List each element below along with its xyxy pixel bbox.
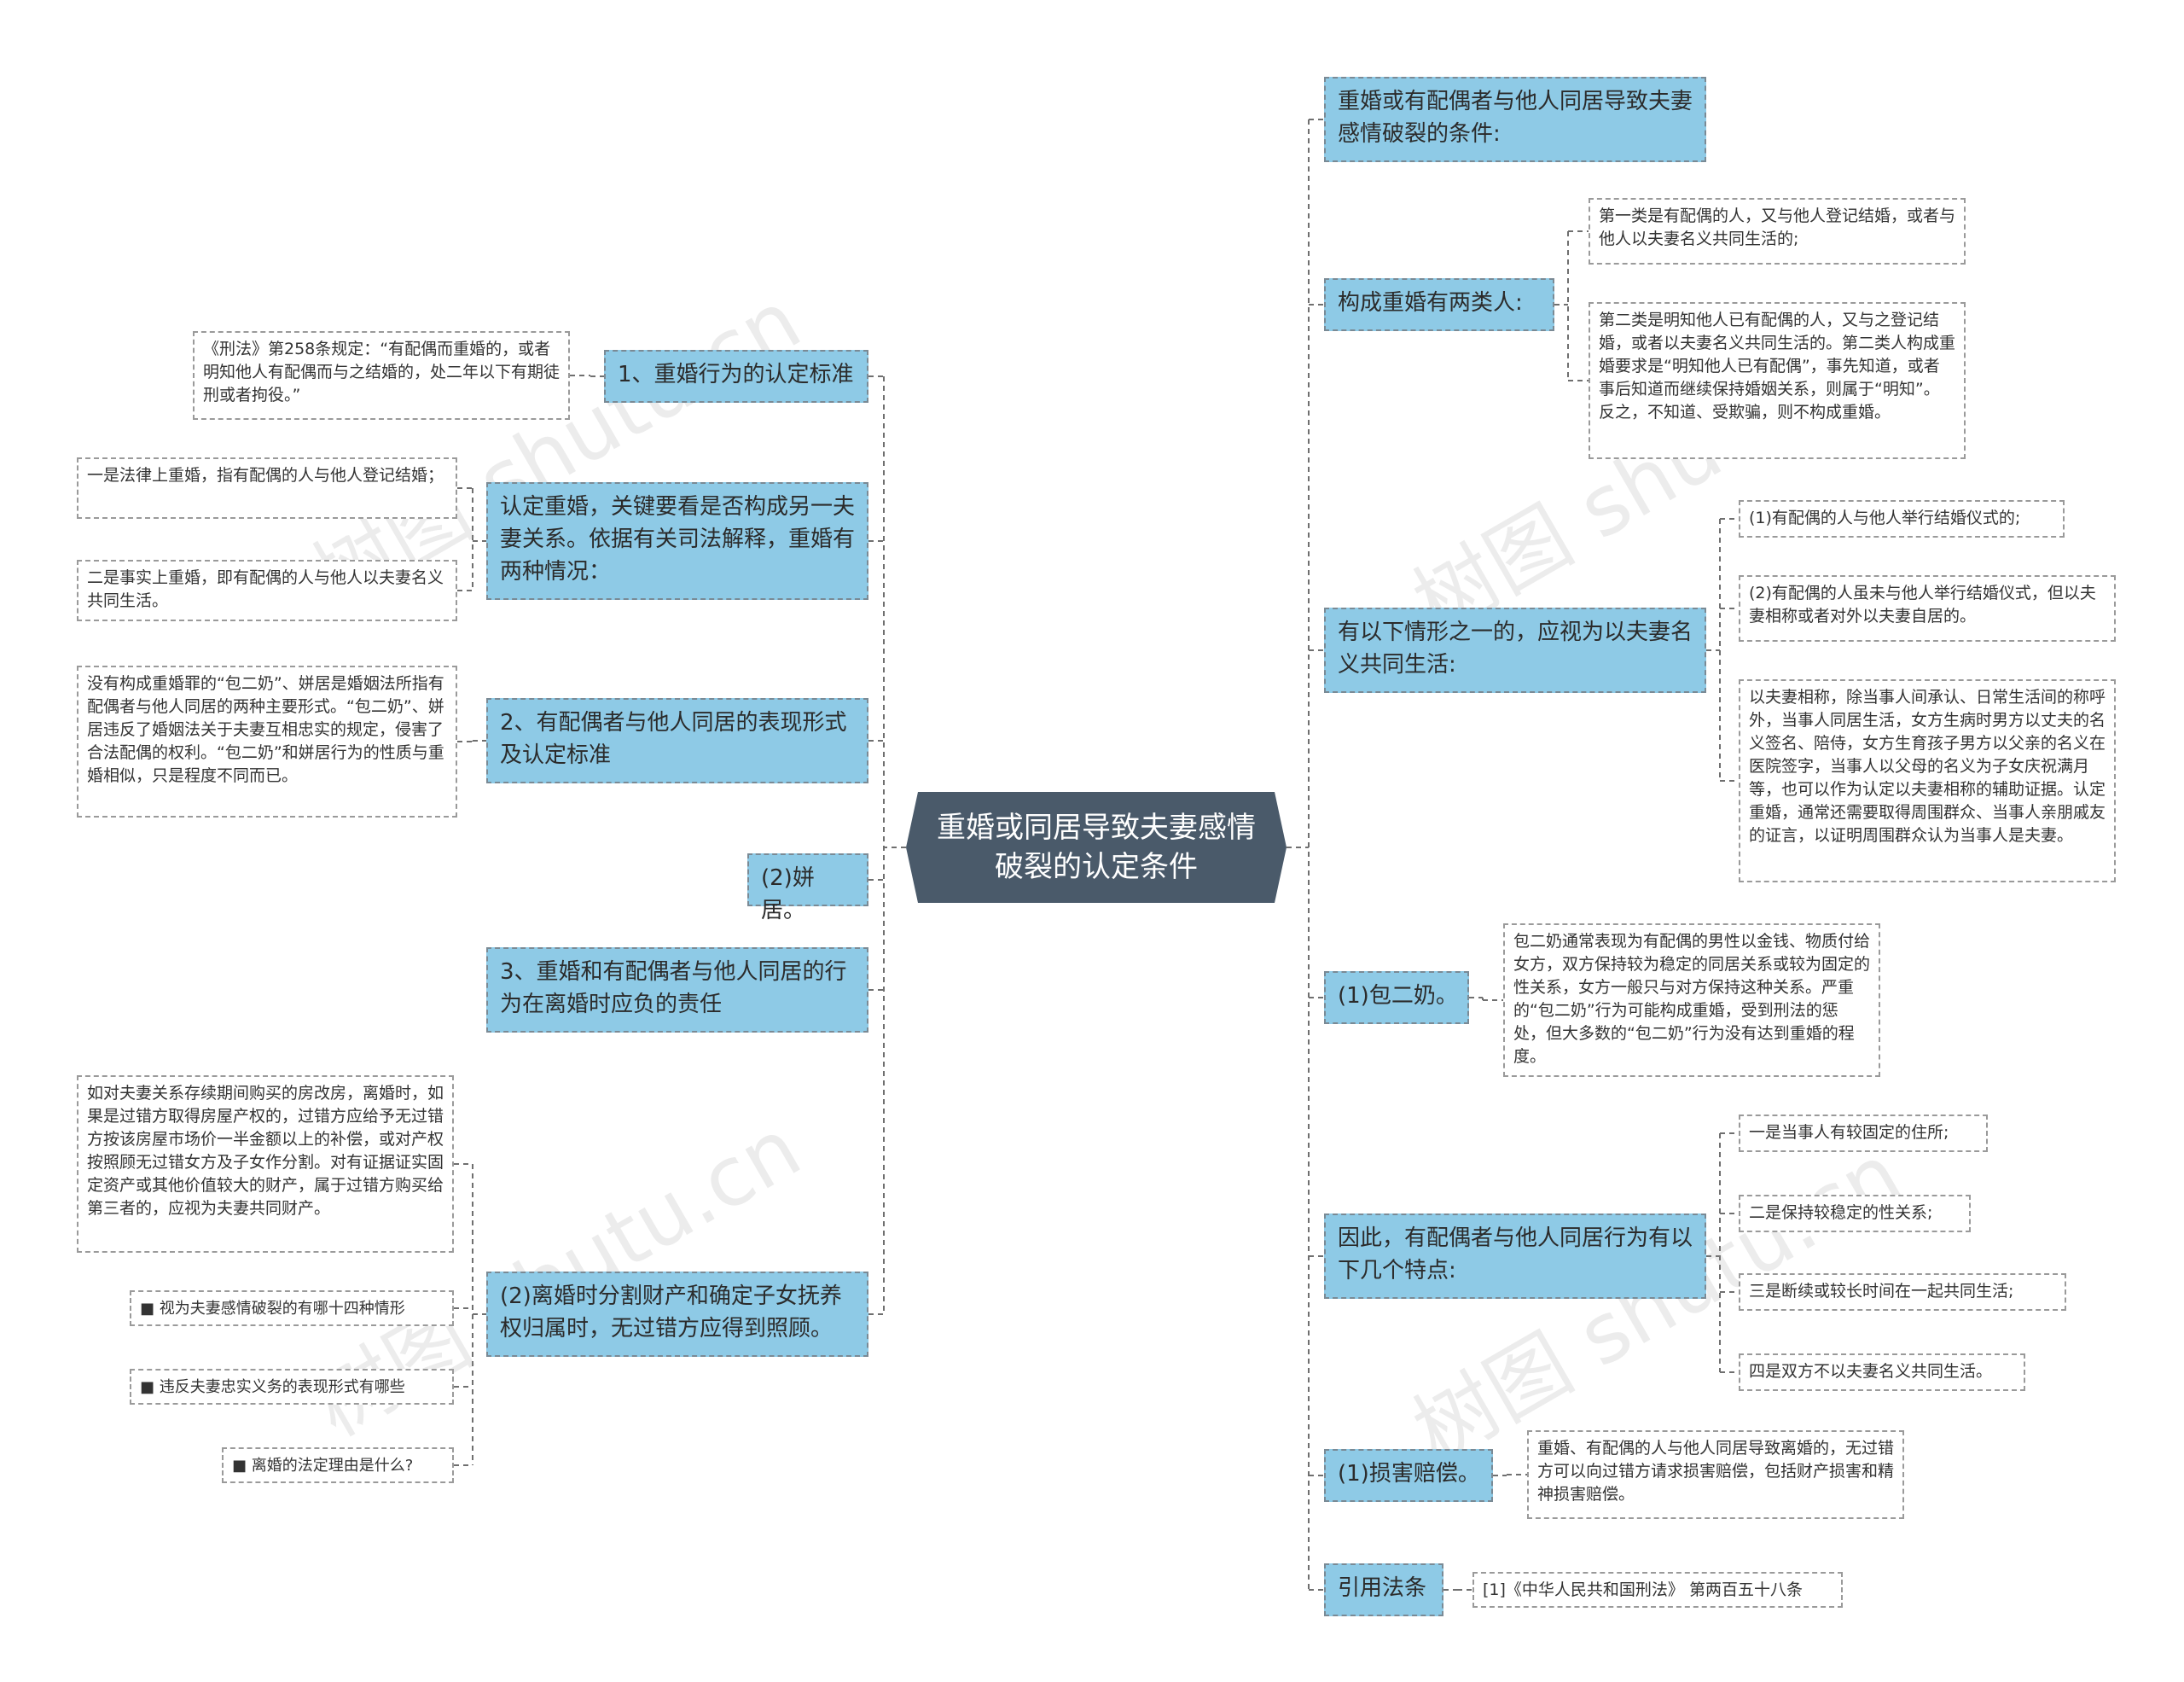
- branch-bigamy-standard[interactable]: 1、重婚行为的认定标准: [604, 350, 868, 403]
- branch-cohabitation-features[interactable]: 因此，有配偶者与他人同居行为有以下几个特点:: [1324, 1213, 1706, 1299]
- detail-criminal-law-citation[interactable]: [1]《中华人民共和国刑法》 第两百五十八条: [1472, 1572, 1843, 1608]
- branch-divorce-liability[interactable]: 3、重婚和有配偶者与他人同居的行为在离婚时应负的责任: [486, 947, 868, 1033]
- detail-stable-relationship: 二是保持较稳定的性关系;: [1739, 1195, 1971, 1232]
- detail-de-facto-bigamy: 二是事实上重婚，即有配偶的人与他人以夫妻名义共同生活。: [77, 560, 457, 621]
- detail-criminal-law-258: 《刑法》第258条规定：“有配偶而重婚的，或者明知他人有配偶而与之结婚的，处二年…: [193, 331, 570, 420]
- branch-damage-compensation[interactable]: (1)损害赔偿。: [1324, 1449, 1493, 1502]
- branch-bigamy-two-types[interactable]: 构成重婚有两类人:: [1324, 278, 1554, 331]
- branch-keeping-mistress[interactable]: (1)包二奶。: [1324, 971, 1469, 1024]
- center-topic[interactable]: 重婚或同居导致夫妻感情破裂的认定条件: [906, 792, 1287, 903]
- detail-living-together: 三是断续或较长时间在一起共同生活;: [1739, 1273, 2066, 1311]
- branch-cited-law[interactable]: 引用法条: [1324, 1563, 1443, 1616]
- branch-cohabit-as-spouses[interactable]: 有以下情形之一的，应视为以夫妻名义共同生活:: [1324, 608, 1706, 693]
- related-link-fourteen-situations[interactable]: ■ 视为夫妻感情破裂的有哪十四种情形: [130, 1290, 454, 1326]
- branch-bigamy-identification[interactable]: 认定重婚，关键要看是否构成另一夫妻关系。依据有关司法解释，重婚有两种情况：: [486, 482, 868, 600]
- detail-wedding-ceremony: (1)有配偶的人与他人举行结婚仪式的;: [1739, 500, 2065, 538]
- branch-cohabitation-forms[interactable]: 2、有配偶者与他人同居的表现形式及认定标准: [486, 698, 868, 783]
- detail-bigamy-type-two: 第二类是明知他人已有配偶的人，又与之登记结婚，或者以夫妻名义共同生活的。第二类人…: [1589, 302, 1966, 459]
- branch-property-division[interactable]: (2)离婚时分割财产和确定子女抚养权归属时，无过错方应得到照顾。: [486, 1272, 868, 1357]
- detail-fixed-residence: 一是当事人有较固定的住所;: [1739, 1115, 1988, 1152]
- detail-spouse-evidence: 以夫妻相称，除当事人间承认、日常生活间的称呼外，当事人同居生活，女方生病时男方以…: [1739, 679, 2116, 882]
- branch-cohabitation[interactable]: (2)姘居。: [747, 853, 868, 923]
- detail-cohabitation-forms: 没有构成重婚罪的“包二奶”、姘居是婚姻法所指有配偶者与他人同居的两种主要形式。“…: [77, 666, 457, 818]
- detail-bigamy-type-one: 第一类是有配偶的人，又与他人登记结婚，或者与他人以夫妻名义共同生活的;: [1589, 198, 1966, 265]
- detail-damage-compensation: 重婚、有配偶的人与他人同居导致离婚的，无过错方可以向过错方请求损害赔偿，包括财产…: [1527, 1430, 1904, 1519]
- branch-breakdown-conditions[interactable]: 重婚或有配偶者与他人同居导致夫妻感情破裂的条件:: [1324, 77, 1706, 162]
- detail-keeping-mistress: 包二奶通常表现为有配偶的男性以金钱、物质付给女方，双方保持较为稳定的同居关系或较…: [1503, 923, 1880, 1077]
- detail-property-division: 如对夫妻关系存续期间购买的房改房，离婚时，如果是过错方取得房屋产权的，过错方应给…: [77, 1075, 454, 1253]
- detail-no-spouse-name: 四是双方不以夫妻名义共同生活。: [1739, 1353, 2025, 1391]
- related-link-fidelity-violations[interactable]: ■ 违反夫妻忠实义务的表现形式有哪些: [130, 1369, 454, 1405]
- detail-spouse-address: (2)有配偶的人虽未与他人举行结婚仪式，但以夫妻相称或者对外以夫妻自居的。: [1739, 575, 2116, 642]
- detail-legal-bigamy: 一是法律上重婚，指有配偶的人与他人登记结婚；: [77, 457, 457, 519]
- related-link-divorce-grounds[interactable]: ■ 离婚的法定理由是什么?: [222, 1447, 454, 1483]
